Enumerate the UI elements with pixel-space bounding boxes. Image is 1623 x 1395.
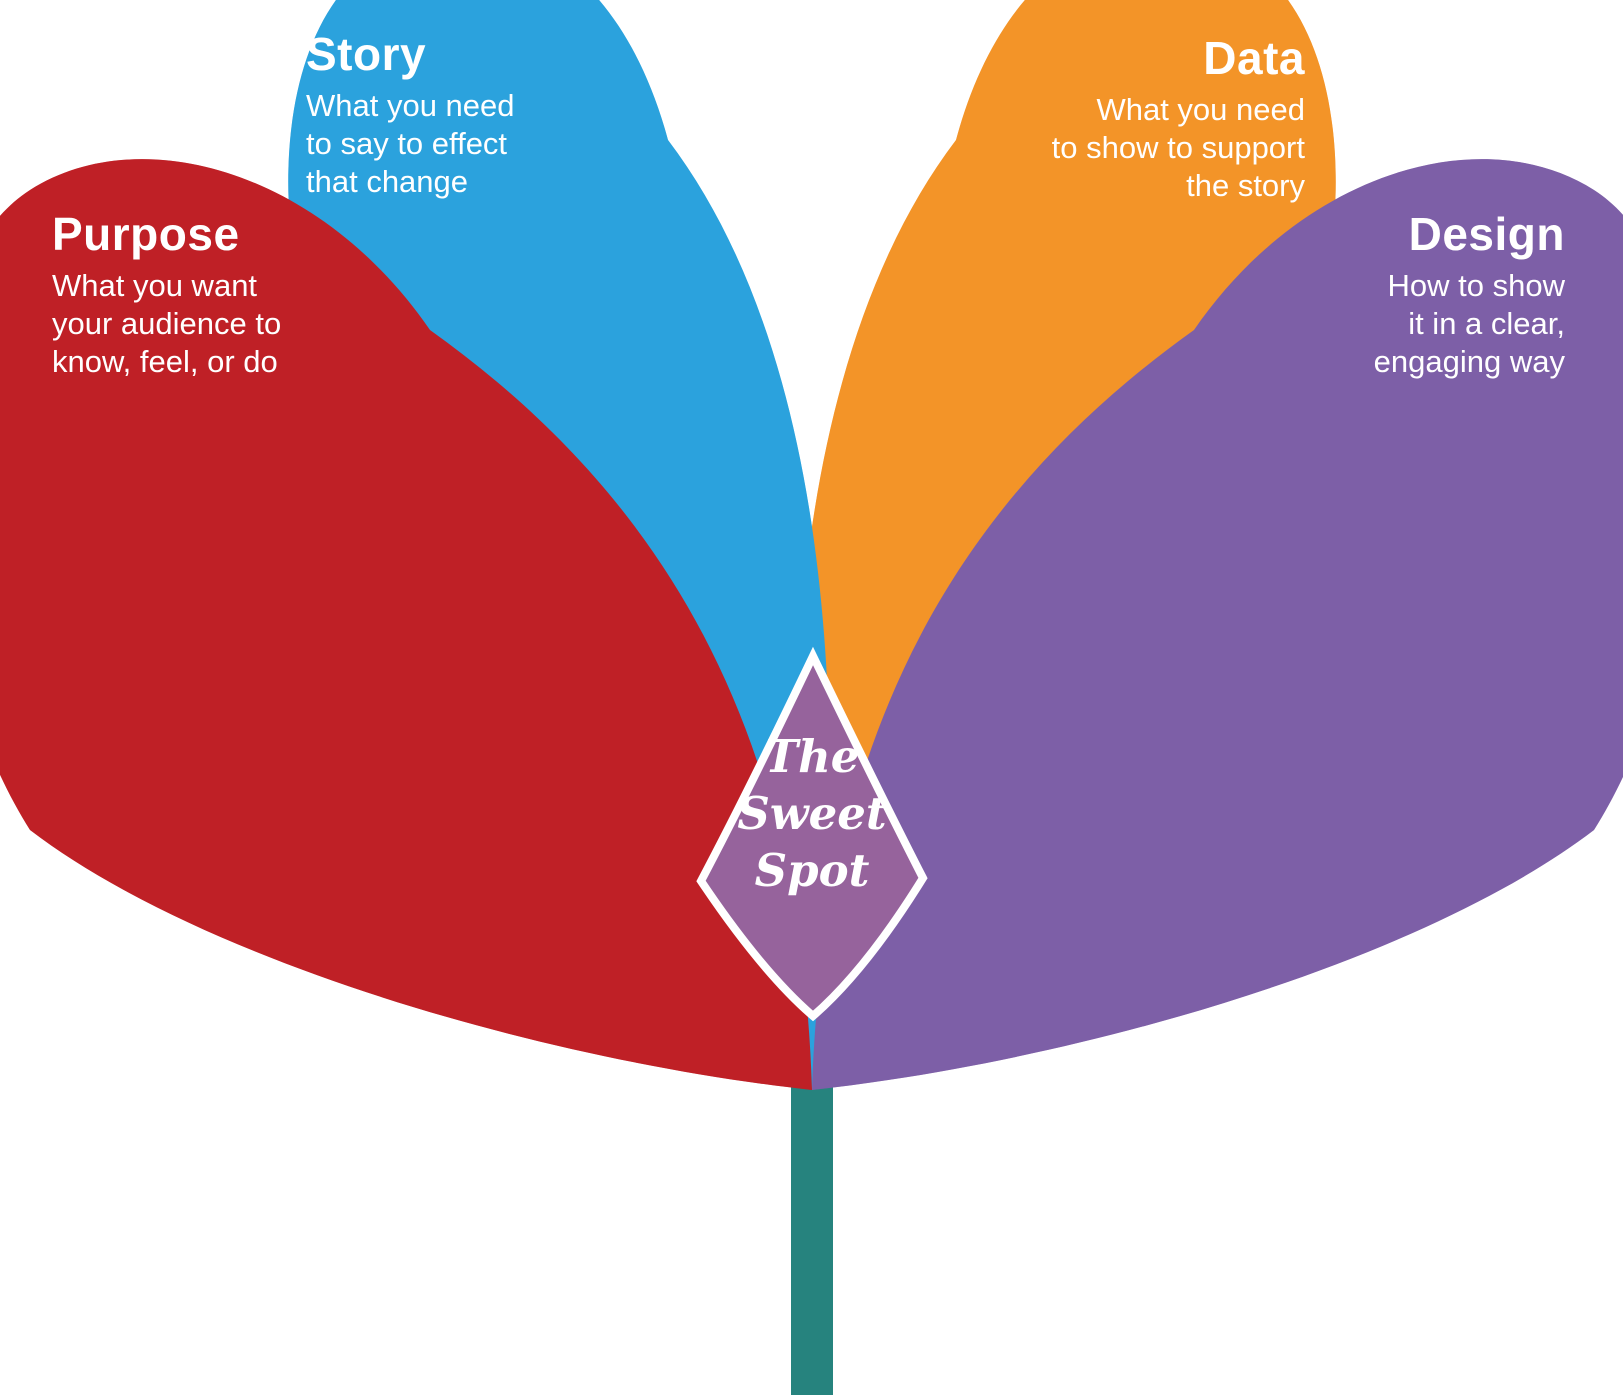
sweet-spot-line: Sweet — [737, 787, 887, 840]
design-description-line: it in a clear, — [1408, 306, 1565, 341]
story-description-line: to say to effect — [306, 126, 508, 161]
design-description-line: engaging way — [1373, 344, 1565, 379]
data-description-line: to show to support — [1051, 130, 1305, 165]
purpose-label: Purpose What you want your audience to k… — [52, 208, 281, 381]
purpose-title: Purpose — [52, 208, 240, 260]
design-description: How to show it in a clear, engaging way — [1374, 267, 1565, 381]
sweet-spot-label: The Sweet Spot — [652, 728, 972, 899]
data-description: What you need to show to support the sto… — [1052, 91, 1305, 205]
sweet-spot-line: The — [764, 730, 860, 783]
stem — [791, 1075, 833, 1395]
sweet-spot-line: Spot — [754, 844, 870, 897]
story-title: Story — [306, 28, 427, 80]
data-description-line: the story — [1186, 168, 1305, 203]
story-description: What you need to say to effect that chan… — [306, 87, 515, 201]
purpose-description-line: know, feel, or do — [52, 344, 278, 379]
purpose-description-line: your audience to — [52, 306, 282, 341]
purpose-description: What you want your audience to know, fee… — [52, 267, 281, 381]
design-description-line: How to show — [1387, 268, 1565, 303]
story-label: Story What you need to say to effect tha… — [306, 28, 515, 201]
design-label: Design How to show it in a clear, engagi… — [1374, 208, 1565, 381]
data-title: Data — [1203, 32, 1305, 84]
sweet-spot-outline — [696, 646, 928, 1022]
purpose-description-line: What you want — [52, 268, 258, 303]
design-title: Design — [1408, 208, 1565, 260]
data-label: Data What you need to show to support th… — [1052, 32, 1305, 205]
story-description-line: that change — [306, 164, 469, 199]
data-description-line: What you need — [1096, 92, 1305, 127]
story-description-line: What you need — [306, 88, 515, 123]
